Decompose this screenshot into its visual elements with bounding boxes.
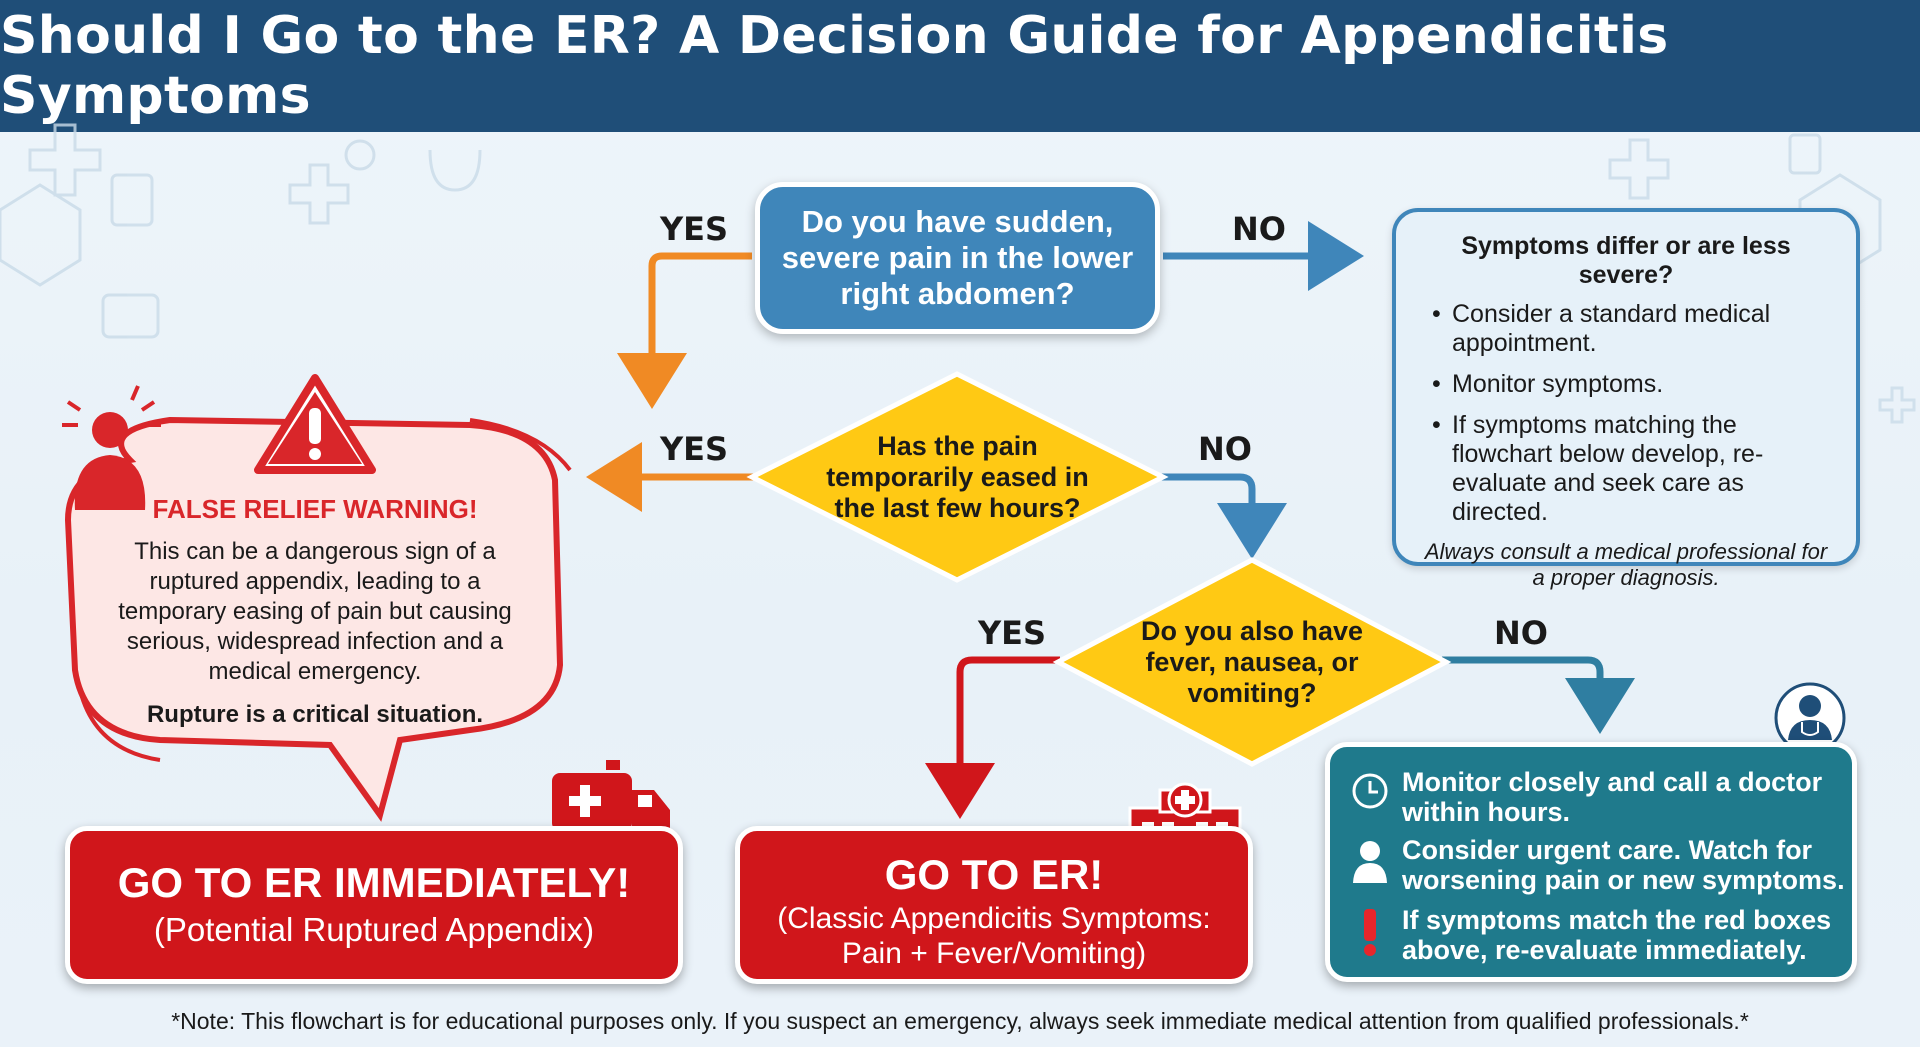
medical-bag-icon <box>101 293 160 339</box>
doctor-icon <box>1774 682 1846 754</box>
header-banner: Should I Go to the ER? A Decision Guide … <box>0 0 1920 132</box>
disclaimer-footnote: *Note: This flowchart is for educational… <box>171 1008 1749 1034</box>
question1-text: Do you have sudden, severe pain in the l… <box>781 204 1134 311</box>
q2-no-arrow <box>1160 473 1287 559</box>
outcome-er-subtitle-line1: (Classic Appendicitis Symptoms: <box>777 902 1211 935</box>
q3-yes-label: YES <box>978 614 1047 652</box>
false-relief-warning: FALSE RELIEF WARNING! This can be a dang… <box>95 494 535 729</box>
document-icon <box>1788 133 1822 175</box>
go-to-er-box: GO TO ER! (Classic Appendicitis Symptoms… <box>735 826 1253 984</box>
question1-box: Do you have sudden, severe pain in the l… <box>755 182 1160 334</box>
monitor-outcome-box: Monitor closely and call a doctor within… <box>1325 742 1857 982</box>
person-in-pain-icon <box>62 385 161 510</box>
warning-bubble-accent <box>469 418 572 472</box>
clipboard-icon <box>110 173 154 227</box>
outcome-er-subtitle-line2: Pain + Fever/Vomiting) <box>841 937 1147 970</box>
warning-title: FALSE RELIEF WARNING! <box>152 494 478 524</box>
question2-text: Has the pain temporarily eased in the la… <box>826 430 1089 523</box>
list-item: Consider a standard medical appointment. <box>1432 300 1834 358</box>
lightbulb-icon <box>344 139 376 171</box>
list-item: If symptoms matching the flowchart below… <box>1432 411 1834 527</box>
less-severe-info-box: Symptoms differ or are less severe? Cons… <box>1392 208 1860 590</box>
q1-yes-label: YES <box>660 210 729 248</box>
question3-diamond <box>1052 557 1452 767</box>
info-box-list: Consider a standard medical appointment.… <box>1418 300 1834 527</box>
medical-cross-icon <box>1878 386 1916 424</box>
q3-no-label: NO <box>1494 614 1548 652</box>
exclamation-icon <box>1364 909 1376 956</box>
list-item: Monitor symptoms. <box>1432 370 1834 399</box>
outcome-immediate-subtitle: (Potential Ruptured Appendix) <box>153 911 595 948</box>
monitor-item: Consider urgent care. Watch for worsenin… <box>1350 835 1852 895</box>
info-box-title: Symptoms differ or are less severe? <box>1461 232 1791 289</box>
clock-icon <box>1352 773 1388 809</box>
q3-yes-arrow <box>925 656 1060 819</box>
go-to-er-immediately-box: GO TO ER IMMEDIATELY! (Potential Rupture… <box>65 826 683 984</box>
warning-bubble <box>64 416 564 822</box>
outcome-er-title: GO TO ER! <box>884 851 1104 898</box>
monitor-item-text: If symptoms match the red boxes above, r… <box>1402 905 1832 965</box>
outcome-immediate-title: GO TO ER IMMEDIATELY! <box>117 859 631 906</box>
q2-yes-label: YES <box>660 430 729 468</box>
question2-diamond <box>746 371 1169 583</box>
warning-body: This can be a dangerous sign of a ruptur… <box>118 538 512 685</box>
stethoscope-icon <box>428 149 482 192</box>
warning-triangle-icon <box>254 374 376 474</box>
monitor-item-text: Monitor closely and call a doctor within… <box>1402 767 1823 827</box>
medical-cross-icon <box>28 123 102 197</box>
warning-bubble-accent <box>78 689 161 762</box>
monitor-item: If symptoms match the red boxes above, r… <box>1350 905 1852 965</box>
hexagon-shape <box>0 183 82 287</box>
medical-cross-icon <box>1608 138 1670 200</box>
q3-no-arrow <box>1442 656 1635 734</box>
info-box-note: Always consult a medical professional fo… <box>1424 539 1828 590</box>
warning-strong-text: Rupture is a critical situation. <box>146 701 484 728</box>
person-icon <box>1353 841 1387 883</box>
q1-no-label: NO <box>1232 210 1286 248</box>
medical-cross-icon <box>288 163 350 225</box>
q2-no-label: NO <box>1198 430 1252 468</box>
page-title: Should I Go to the ER? A Decision Guide … <box>0 6 1669 126</box>
question3-text: Do you also have fever, nausea, or vomit… <box>1140 615 1364 708</box>
monitor-item: Monitor closely and call a doctor within… <box>1350 767 1832 827</box>
monitor-item-text: Consider urgent care. Watch for worsenin… <box>1402 835 1845 895</box>
q1-yes-arrow <box>617 252 752 409</box>
